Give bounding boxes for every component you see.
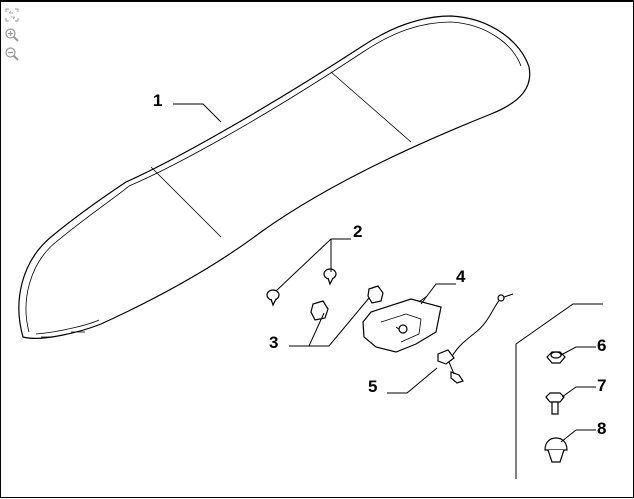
part-3-nuts[interactable]	[310, 285, 384, 321]
part-8-push-clip[interactable]	[544, 437, 568, 463]
part-2-clips[interactable]	[266, 268, 337, 307]
callout-3[interactable]: 3	[269, 333, 278, 352]
callout-6[interactable]: 6	[597, 336, 606, 355]
part-1-spoiler[interactable]	[18, 15, 531, 339]
fit-screen-icon[interactable]	[5, 8, 19, 22]
callout-7[interactable]: 7	[597, 376, 606, 395]
part-7-bolt[interactable]	[545, 392, 565, 415]
part-5-cable[interactable]	[437, 293, 514, 384]
leader-lines	[173, 103, 596, 443]
zoom-out-icon[interactable]	[5, 47, 19, 61]
hardware-group-bracket-line	[515, 303, 603, 479]
callout-8[interactable]: 8	[597, 419, 606, 438]
part-4-bracket[interactable]	[362, 295, 442, 353]
zoom-in-icon[interactable]	[5, 28, 19, 42]
callout-1[interactable]: 1	[153, 91, 162, 110]
callout-4[interactable]: 4	[456, 267, 466, 286]
callout-2[interactable]: 2	[353, 222, 362, 241]
part-6-nut[interactable]	[546, 351, 566, 364]
callout-5[interactable]: 5	[368, 377, 377, 396]
